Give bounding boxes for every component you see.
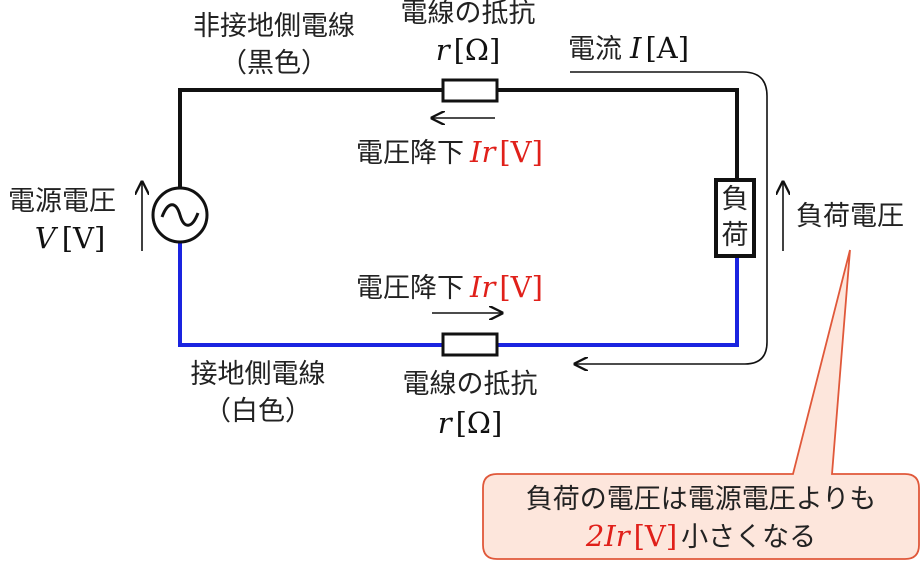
load-voltage-label: 負荷電圧: [796, 201, 904, 232]
current-symbol: I: [629, 31, 642, 65]
load-label-bottom: 荷: [722, 220, 749, 251]
bottom-drop-symbol: Ir: [469, 270, 497, 304]
current-flow-arrow: [570, 71, 768, 364]
load-box: [714, 178, 756, 258]
bottom-drop-text: 電圧降下: [356, 273, 464, 304]
source-voltage-value: V[V]: [35, 221, 106, 255]
source-symbol: V: [35, 221, 59, 255]
ground-wire-label: 接地側電線: [191, 359, 326, 390]
current-text: 電流: [568, 34, 622, 65]
callout-line1: 負荷の電圧は電源電圧よりも: [526, 484, 876, 515]
ground-wire: [178, 240, 739, 347]
ac-source-symbol: [151, 186, 209, 244]
top-drop-unit: [V]: [499, 135, 543, 169]
bottom-drop-unit: [V]: [499, 270, 543, 304]
load-label-top: 負: [722, 184, 749, 215]
top-drop-text: 電圧降下: [356, 138, 464, 169]
callout: 負荷の電圧は電源電圧よりも 2Ir[V]小さくなる: [482, 249, 920, 560]
callout-line2: 2Ir[V]小さくなる: [585, 519, 816, 553]
bottom-resistor: [441, 332, 499, 357]
ground-wire-color-label: （白色）: [204, 396, 312, 427]
source-voltage-label: 電源電圧: [8, 186, 116, 217]
hot-wire-color-label: （黒色）: [220, 48, 328, 79]
top-drop-symbol: Ir: [469, 135, 497, 169]
callout-symbol: 2Ir: [585, 519, 632, 553]
source-unit: [V]: [62, 221, 106, 255]
callout-unit: [V]: [634, 519, 678, 553]
bottom-resistance-unit: [Ω]: [456, 406, 503, 440]
callout-bubble: [482, 249, 920, 560]
bottom-resistance-value: r[Ω]: [438, 406, 503, 440]
bottom-resistance-symbol: r: [438, 406, 454, 440]
top-resistor: [441, 78, 499, 103]
bottom-resistance-label: 電線の抵抗: [403, 369, 538, 400]
top-resistance-label: 電線の抵抗: [401, 0, 536, 29]
hot-wire: [178, 88, 739, 189]
top-resistance-value: r[Ω]: [436, 33, 501, 67]
callout-tail: 小さくなる: [681, 522, 816, 553]
top-resistance-unit: [Ω]: [454, 33, 501, 67]
current-unit: [A]: [645, 31, 689, 65]
top-resistance-symbol: r: [436, 33, 452, 67]
hot-wire-label: 非接地側電線: [193, 11, 355, 42]
